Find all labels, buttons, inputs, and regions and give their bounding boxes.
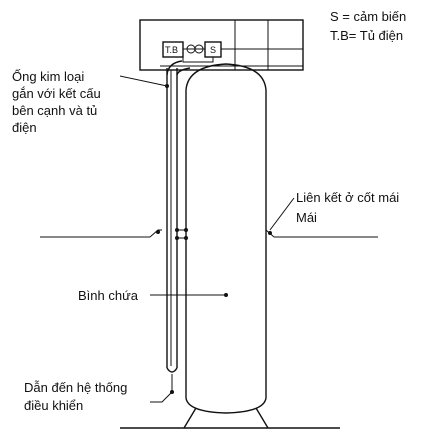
sensor-box-label: S <box>210 45 216 55</box>
control-callout-dot <box>170 390 174 394</box>
control-callout-line2: điều khiển <box>24 398 83 413</box>
pipe-callout-line2: gắn với kết cấu <box>12 86 101 101</box>
tank-callout-dot <box>224 293 228 297</box>
tank-body <box>185 63 267 414</box>
pipe-bend-outer <box>166 60 183 76</box>
pipe-callout-line1: Ống kim loại <box>12 69 84 84</box>
support-dot-2 <box>184 228 188 232</box>
roof-tie-leader <box>269 197 295 231</box>
roof-tie-left <box>149 229 162 238</box>
roof-callout: Mái <box>296 210 317 225</box>
top-enclosure <box>139 19 304 71</box>
legend-panel: T.B= Tủ điện <box>330 28 403 43</box>
pipe-bend-inner <box>176 67 191 76</box>
pipe-bottom-cap <box>166 367 178 373</box>
control-callout-line1: Dẫn đến hệ thống <box>24 380 127 395</box>
roof-tie-dot-left <box>156 230 160 234</box>
tank-leg-right <box>255 407 269 429</box>
support-dot-4 <box>184 236 188 240</box>
roof-tie-callout: Liên kết ở cốt mái <box>296 190 399 205</box>
roof-tie-dot-right <box>268 231 272 235</box>
pipe-callout-line3: bên cạnh và tủ <box>12 103 97 118</box>
tank-callout: Bình chứa <box>78 288 139 303</box>
support-dot-1 <box>175 228 179 232</box>
pipe-callout-leader <box>119 75 168 87</box>
tb-box-label: T.B <box>165 45 178 55</box>
legend-sensor: S = cảm biến <box>330 9 406 24</box>
box-wire <box>182 57 214 63</box>
pipe-callout-line4: điện <box>12 120 37 135</box>
control-callout-leader <box>150 391 173 403</box>
pipe-callout-dot <box>165 84 169 88</box>
tank-leg-left <box>183 407 197 429</box>
support-dot-3 <box>175 236 179 240</box>
